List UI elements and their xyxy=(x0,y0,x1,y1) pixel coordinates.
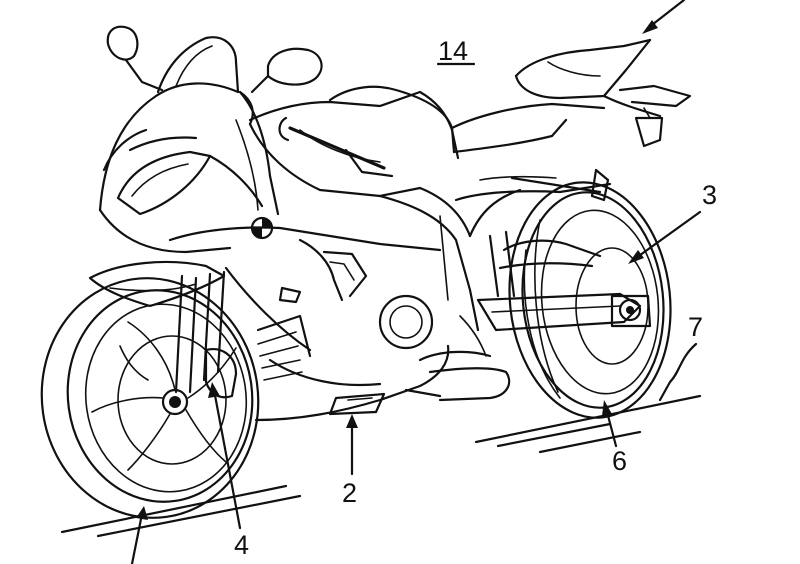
mirrors xyxy=(106,25,323,94)
arrow-3 xyxy=(634,210,702,260)
frame-and-tank xyxy=(238,85,480,332)
rear-wheel xyxy=(508,181,672,419)
seat-and-tail xyxy=(450,38,692,238)
label-2: 2 xyxy=(342,478,357,508)
arrow-bottom-left xyxy=(130,512,144,564)
swingarm xyxy=(476,230,652,332)
label-14: 14 xyxy=(438,36,468,66)
label-3: 3 xyxy=(702,180,717,210)
ground-lines xyxy=(60,394,702,538)
reference-labels: 14 3 7 6 2 4 xyxy=(130,0,717,564)
label-4: 4 xyxy=(234,530,249,560)
front-wheel xyxy=(40,277,260,519)
label-6: 6 xyxy=(612,446,627,476)
front-fork xyxy=(88,260,226,394)
label-7: 7 xyxy=(688,312,703,342)
exhaust xyxy=(404,367,511,402)
engine-and-belly-pan xyxy=(224,266,492,422)
front-fairing xyxy=(98,36,442,254)
leader-7 xyxy=(658,342,698,402)
arrow-4 xyxy=(212,388,242,530)
